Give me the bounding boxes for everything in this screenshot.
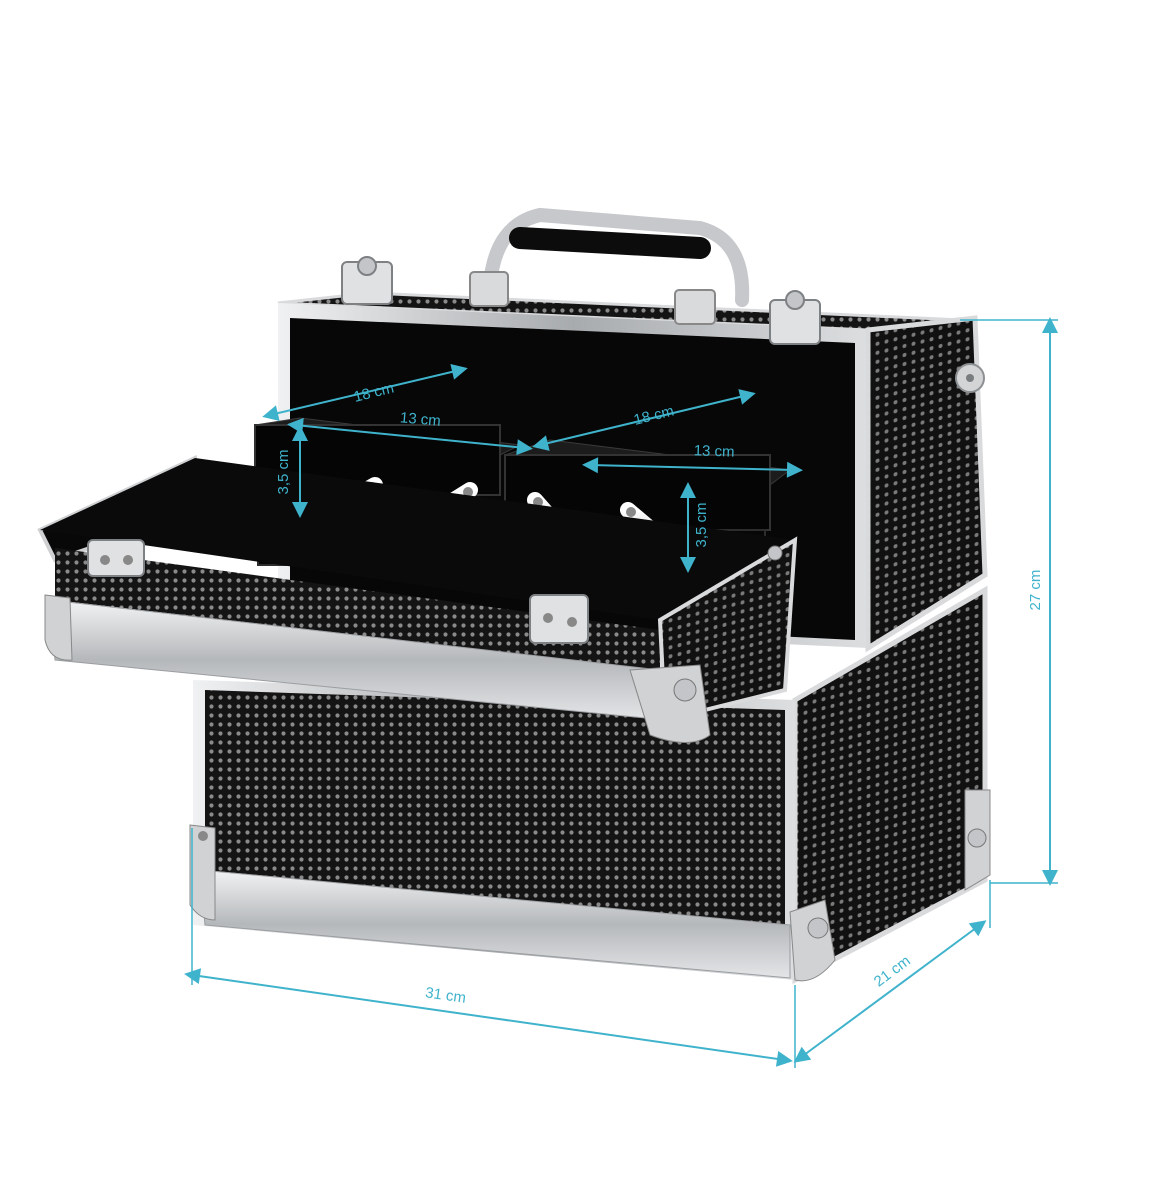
label-tray-right-width: 13 cm: [693, 442, 734, 460]
lower-case: [189, 585, 991, 985]
label-tray-right-height: 3,5 cm: [693, 502, 710, 547]
dimension-annotations: [184, 317, 1058, 1068]
lid-latch: [87, 539, 145, 577]
lower-front-dots: [205, 690, 785, 925]
label-tray-left-width: 13 cm: [399, 409, 441, 429]
label-width: 31 cm: [424, 984, 467, 1007]
label-height: 27 cm: [1027, 570, 1044, 611]
lid-latch-left: [341, 256, 393, 305]
dim-line-tray-right-depth: [532, 389, 756, 451]
lid-latch: [529, 594, 589, 644]
corner-cap: [189, 824, 216, 921]
dim-line-tray-right-width: [582, 457, 803, 478]
label-tray-left-height: 3,5 cm: [275, 449, 292, 494]
dim-line-tray-left-width: [287, 417, 533, 456]
dim-line-width: [184, 968, 793, 1067]
dim-line-depth: [793, 920, 987, 1063]
open-front-lid: [37, 454, 798, 743]
dim-line-tray-left-depth: [262, 364, 468, 421]
upper-right-side: [865, 315, 988, 653]
label-depth: 21 cm: [871, 952, 914, 990]
lid-latch-right: [769, 290, 821, 345]
carry-handle: [469, 207, 750, 325]
